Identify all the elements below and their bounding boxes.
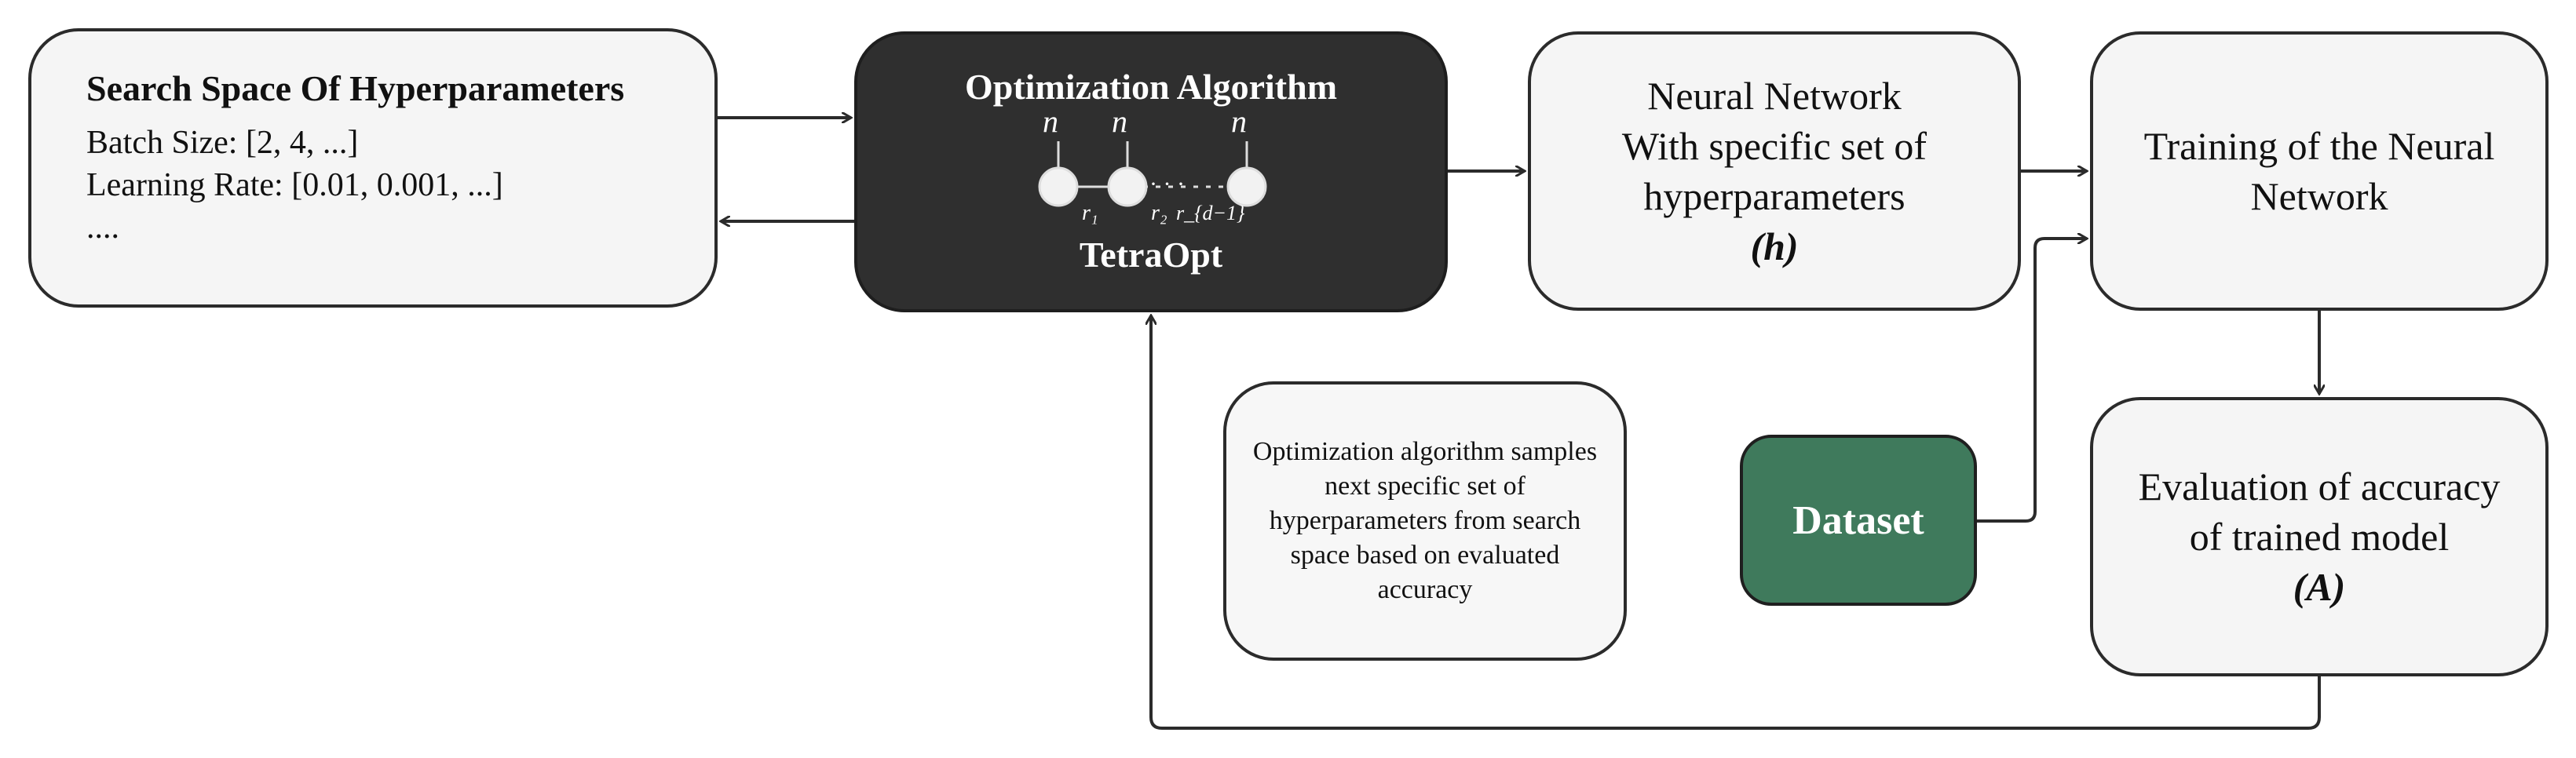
nn-line-3: hyperparameters	[1643, 174, 1906, 218]
nn-line-2: With specific set of	[1621, 124, 1927, 168]
tensor-core-3	[1226, 166, 1267, 207]
search-space-box: Search Space Of Hyperparameters Batch Si…	[28, 28, 718, 308]
sampling-note-text: Optimization algorithm samples next spec…	[1252, 437, 1598, 604]
label-r-1: r₁	[1082, 201, 1098, 225]
evaluation-line-1: Evaluation of accuracy	[2138, 465, 2501, 508]
tensor-core-1	[1038, 166, 1079, 207]
search-space-batch-size: Batch Size: [2, 4, ...]	[86, 125, 359, 161]
dataset-label: Dataset	[1792, 497, 1924, 543]
label-r-2: r₂	[1151, 201, 1167, 225]
nn-line-1: Neural Network	[1647, 74, 1902, 118]
search-space-learning-rate: Learning Rate: [0.01, 0.001, ...]	[86, 167, 503, 203]
arrow-dataset-to-train	[1977, 239, 2087, 523]
search-space-title: Search Space Of Hyperparameters	[86, 68, 625, 108]
label-n-2: n	[1112, 104, 1127, 139]
training-line-1: Training of the Neural	[2143, 124, 2495, 168]
training-box: Training of the Neural Network	[2090, 31, 2549, 311]
nn-symbol: (h)	[1750, 224, 1799, 268]
neural-network-box: Neural Network With specific set of hype…	[1528, 31, 2021, 311]
label-n-1: n	[1043, 104, 1058, 139]
search-space-ellipsis: ....	[86, 210, 119, 246]
evaluation-symbol: (A)	[2293, 565, 2346, 609]
label-dots: · · ·	[1149, 171, 1185, 197]
optimization-title: Optimization Algorithm	[964, 67, 1338, 107]
label-n-3: n	[1231, 104, 1247, 139]
dataset-box: Dataset	[1740, 435, 1977, 606]
tensor-train-diagram: n n n r₁ r₂ r_{d−1} · · ·	[1038, 104, 1267, 225]
arrow-eval-to-opt	[1151, 315, 2321, 730]
tensor-core-2	[1107, 166, 1148, 207]
training-line-2: Network	[2250, 174, 2388, 218]
label-r-3: r_{d−1}	[1176, 202, 1245, 224]
evaluation-line-2: of trained model	[2189, 515, 2450, 559]
optimization-algorithm-box: Optimization Algorithm n n n r₁ r₂ r_{d−…	[854, 31, 1448, 312]
sampling-note-box: Optimization algorithm samples next spec…	[1223, 381, 1627, 661]
evaluation-box: Evaluation of accuracy of trained model …	[2090, 397, 2549, 676]
tetraopt-label: TetraOpt	[1079, 235, 1223, 275]
